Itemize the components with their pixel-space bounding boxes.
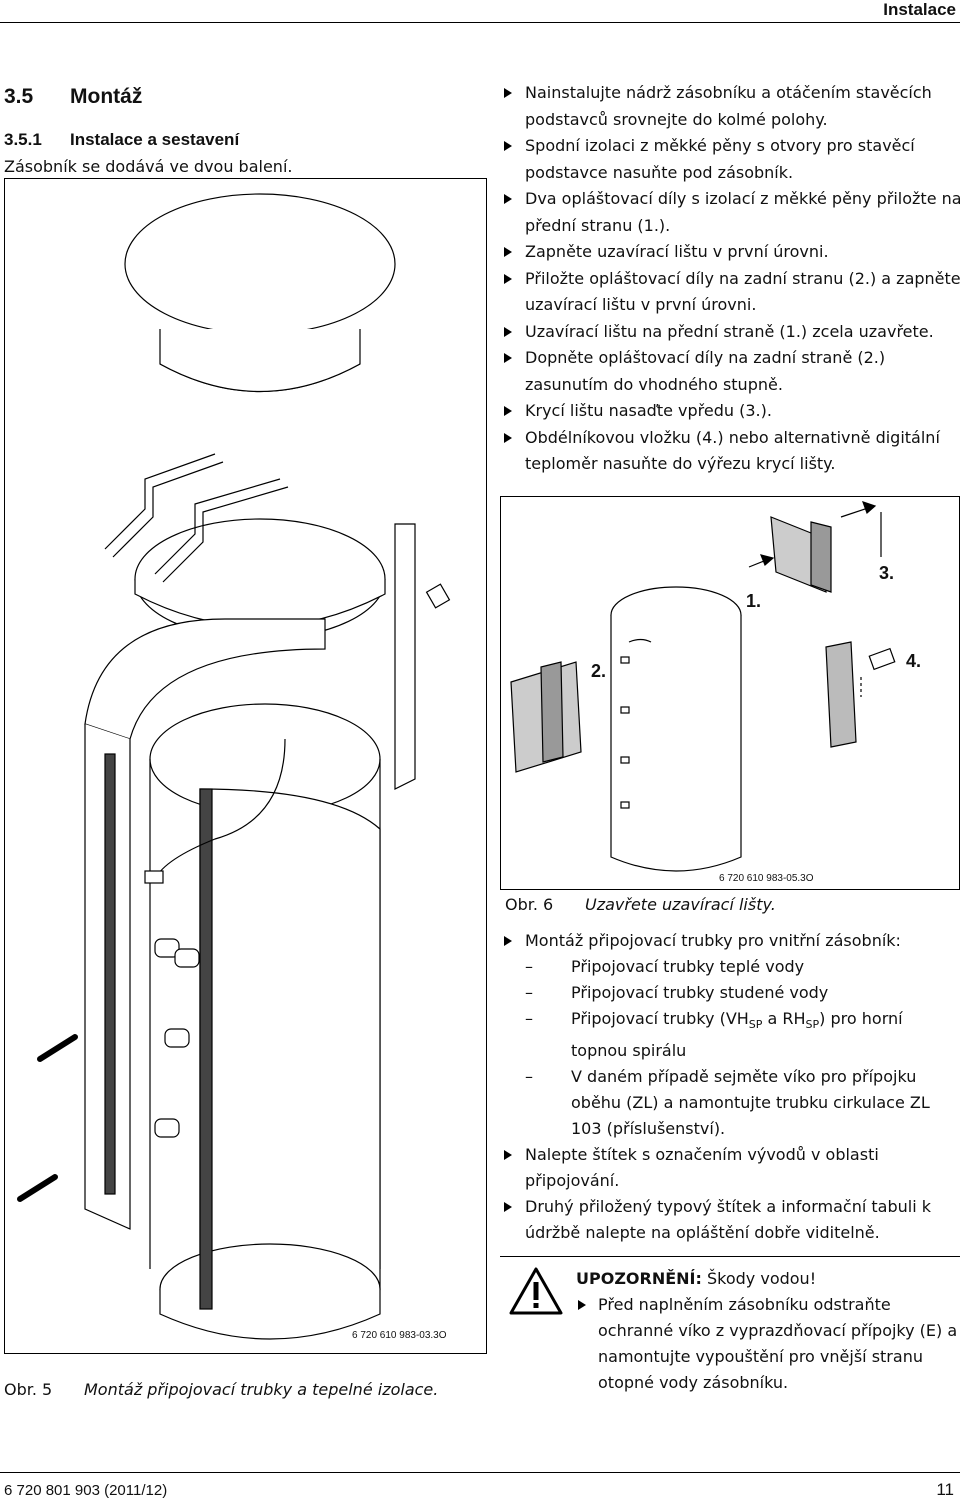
bullet-arrow-icon — [504, 406, 512, 416]
installation-steps: Nainstalujte nádrž zásobníku a otáčením … — [502, 80, 960, 478]
figure-6-frame: 1. 2. 3. 4. 6 720 610 983-05.3O — [500, 496, 960, 890]
step-item: Nainstalujte nádrž zásobníku a otáčením … — [502, 80, 960, 133]
header-rule — [0, 22, 960, 23]
figure-6-code: 6 720 610 983-05.3O — [719, 873, 814, 884]
section-title: Montáž — [70, 85, 143, 108]
bullet-arrow-icon — [504, 141, 512, 151]
list-item: –Připojovací trubky teplé vody — [525, 957, 805, 976]
figure-5-code: 6 720 610 983-03.3O — [352, 1330, 447, 1341]
section-number: 3.5 — [4, 85, 34, 108]
figure-5-label: Obr. 5 — [4, 1380, 53, 1399]
list-item: –Připojovací trubky studené vody — [525, 983, 829, 1002]
figure-6-label: Obr. 6 — [505, 895, 554, 914]
bullet-arrow-icon — [504, 326, 512, 337]
page-number: 11 — [936, 1480, 954, 1499]
step-item: Krycí lištu nasaďte vpředu (3.). — [502, 398, 960, 425]
footer-doc-number: 6 720 801 903 (2011/12) — [4, 1482, 168, 1499]
figure-5-frame — [4, 178, 487, 1354]
callout-1: 1. — [746, 591, 762, 611]
figure-5-illustration — [17, 193, 451, 1340]
bullet-arrow-icon — [504, 247, 512, 257]
step-item: Obdélníkovou vložku (4.) nebo alternativ… — [502, 425, 960, 478]
figure-6-caption: Uzavřete uzavírací lišty. — [585, 895, 776, 914]
step-item: Spodní izolaci z měkké pěny s otvory pro… — [502, 133, 960, 186]
bullet-arrow-icon — [578, 1300, 586, 1310]
figure-6-illustration — [510, 501, 896, 872]
running-header: Instalace — [883, 0, 956, 19]
figure-5-caption: Montáž připojovací trubky a tepelné izol… — [84, 1380, 439, 1399]
step-item: Dva opláštovací díly s izolací z měkké p… — [502, 186, 960, 239]
footer-rule — [0, 1472, 960, 1473]
bullet-arrow-icon — [504, 936, 512, 946]
intro-text: Zásobník se dodává ve dvou balení. — [4, 157, 293, 176]
step-item: Montáž připojovací trubky pro vnitřní zá… — [502, 928, 960, 954]
bullet-arrow-icon — [504, 432, 512, 443]
step-item: Nalepte štítek s označením vývodů v obla… — [502, 1142, 960, 1194]
step-item: Uzavírací lištu na přední straně (1.) zc… — [502, 319, 960, 346]
bullet-arrow-icon — [504, 88, 512, 98]
callout-3: 3. — [879, 563, 895, 583]
list-item: –Připojovací trubky (VHSP a RHSP) pro ho… — [525, 1009, 903, 1061]
callout-2: 2. — [591, 661, 607, 681]
bullet-arrow-icon — [504, 1202, 512, 1213]
bullet-arrow-icon — [504, 1150, 512, 1161]
step-item: Druhý přiložený typový štítek a informač… — [502, 1194, 960, 1246]
callout-4: 4. — [906, 651, 922, 671]
warning-icon — [508, 1266, 564, 1320]
subsection-number: 3.5.1 — [4, 130, 42, 149]
step-item: Přiložte opláštovací díly na zadní stran… — [502, 266, 960, 319]
step-item: Zapněte uzavírací lištu v první úrovni. — [502, 239, 960, 266]
warning-rule-top — [500, 1256, 960, 1257]
pipe-sublist: –Připojovací trubky teplé vody –Připojov… — [525, 954, 960, 1142]
warning-heading: UPOZORNĚNÍ: Škody vodou! — [576, 1269, 817, 1288]
warning-box: UPOZORNĚNÍ: Škody vodou! Před naplněním … — [576, 1266, 960, 1396]
step-item: Dopněte opláštovací díly na zadní straně… — [502, 345, 960, 398]
subsection-title: Instalace a sestavení — [70, 130, 240, 149]
bullet-arrow-icon — [504, 194, 512, 204]
bullet-arrow-icon — [504, 353, 512, 363]
pipe-steps: Montáž připojovací trubky pro vnitřní zá… — [502, 928, 960, 1246]
bullet-arrow-icon — [504, 273, 512, 284]
list-item: –V daném případě sejměte víko pro přípoj… — [525, 1067, 930, 1139]
warning-text: Před naplněním zásobníku odstraňte ochra… — [576, 1292, 960, 1396]
